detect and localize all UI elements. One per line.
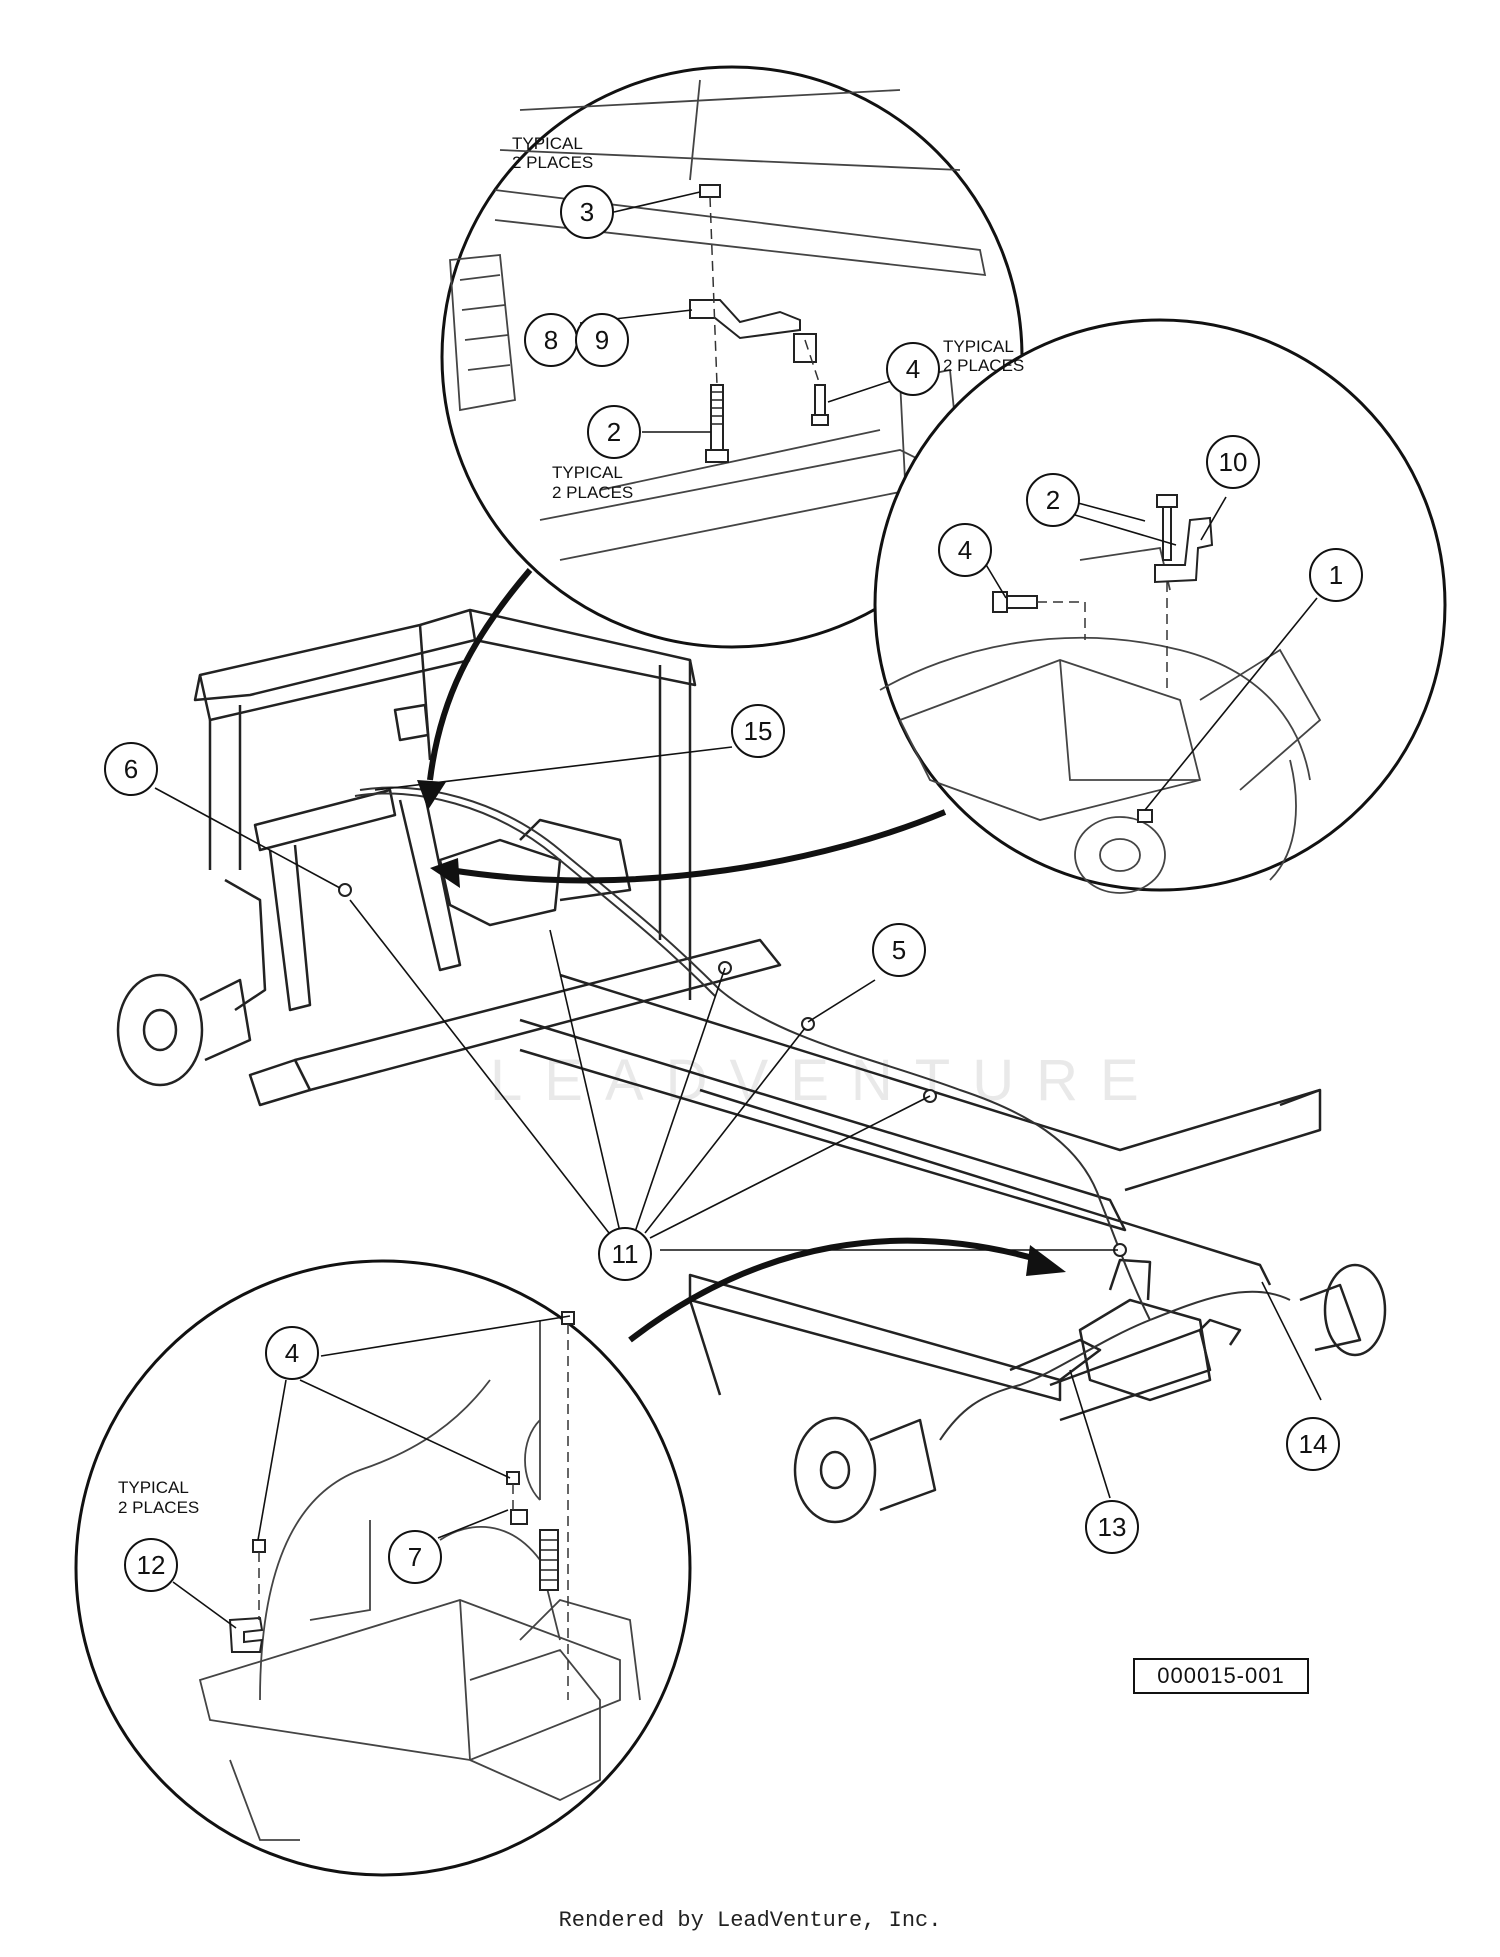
callout-4-right-label: 4 — [958, 535, 972, 565]
callout-10-label: 10 — [1219, 447, 1248, 477]
callout-3[interactable]: 3 — [560, 185, 614, 239]
note-typical-3-line1: TYPICAL — [512, 134, 583, 153]
note-typical-2-line2: 2 PLACES — [552, 483, 633, 502]
callout-4-top-label: 4 — [906, 354, 920, 384]
callout-4-right[interactable]: 4 — [938, 523, 992, 577]
callout-2-right-label: 2 — [1046, 485, 1060, 515]
note-typical-2-line1: TYPICAL — [552, 463, 623, 482]
leader-lines — [154, 191, 1322, 1629]
note-typical-3: TYPICAL 2 PLACES — [512, 134, 593, 172]
callout-5-label: 5 — [892, 935, 906, 965]
callout-13-label: 13 — [1098, 1512, 1127, 1542]
callout-6-label: 6 — [124, 754, 138, 784]
note-typical-2: TYPICAL 2 PLACES — [552, 463, 633, 502]
callout-11[interactable]: 11 — [598, 1227, 652, 1281]
callout-15[interactable]: 15 — [731, 704, 785, 758]
callout-9-label: 9 — [595, 325, 609, 355]
watermark: LEADVENTURE — [490, 1048, 1161, 1113]
callout-4-bottom[interactable]: 4 — [265, 1326, 319, 1380]
callout-2-right[interactable]: 2 — [1026, 473, 1080, 527]
callout-8[interactable]: 8 — [524, 313, 578, 367]
callout-8-label: 8 — [544, 325, 558, 355]
callout-4-bottom-label: 4 — [285, 1338, 299, 1368]
detail-view-bottom — [74, 1259, 692, 1877]
callout-12-label: 12 — [137, 1550, 166, 1580]
callout-12[interactable]: 12 — [124, 1538, 178, 1592]
callout-11-label: 11 — [612, 1239, 639, 1269]
note-typical-4-line1: TYPICAL — [943, 337, 1014, 356]
callout-9[interactable]: 9 — [575, 313, 629, 367]
brake-lines — [354, 786, 1291, 1441]
detail-view-right — [873, 318, 1447, 894]
note-typical-4: TYPICAL 2 PLACES — [943, 337, 1024, 375]
reference-number: 000015-001 — [1133, 1658, 1309, 1694]
callout-2-top-label: 2 — [607, 417, 621, 447]
callout-3-label: 3 — [580, 197, 594, 227]
note-typical-12-line2: 2 PLACES — [118, 1498, 199, 1517]
arrow-heads — [417, 780, 1066, 1276]
detail-arrows — [427, 568, 1041, 1343]
note-typical-3-line2: 2 PLACES — [512, 153, 593, 172]
callout-15-label: 15 — [744, 716, 773, 746]
callout-2-top[interactable]: 2 — [587, 405, 641, 459]
callout-7-label: 7 — [408, 1542, 422, 1572]
note-typical-4-line2: 2 PLACES — [943, 356, 1024, 375]
callout-10[interactable]: 10 — [1206, 435, 1260, 489]
callout-6[interactable]: 6 — [104, 742, 158, 796]
callout-13[interactable]: 13 — [1085, 1500, 1139, 1554]
callout-7[interactable]: 7 — [388, 1530, 442, 1584]
callout-1-label: 1 — [1329, 560, 1343, 590]
callout-1[interactable]: 1 — [1309, 548, 1363, 602]
note-typical-12: TYPICAL 2 PLACES — [118, 1478, 199, 1517]
callout-5[interactable]: 5 — [872, 923, 926, 977]
footer-credit: Rendered by LeadVenture, Inc. — [558, 1908, 942, 1933]
callout-14-label: 14 — [1299, 1429, 1328, 1459]
vehicle-frame — [116, 608, 1387, 1524]
note-typical-12-line1: TYPICAL — [118, 1478, 189, 1497]
callout-4-top[interactable]: 4 — [886, 342, 940, 396]
callout-14[interactable]: 14 — [1286, 1417, 1340, 1471]
